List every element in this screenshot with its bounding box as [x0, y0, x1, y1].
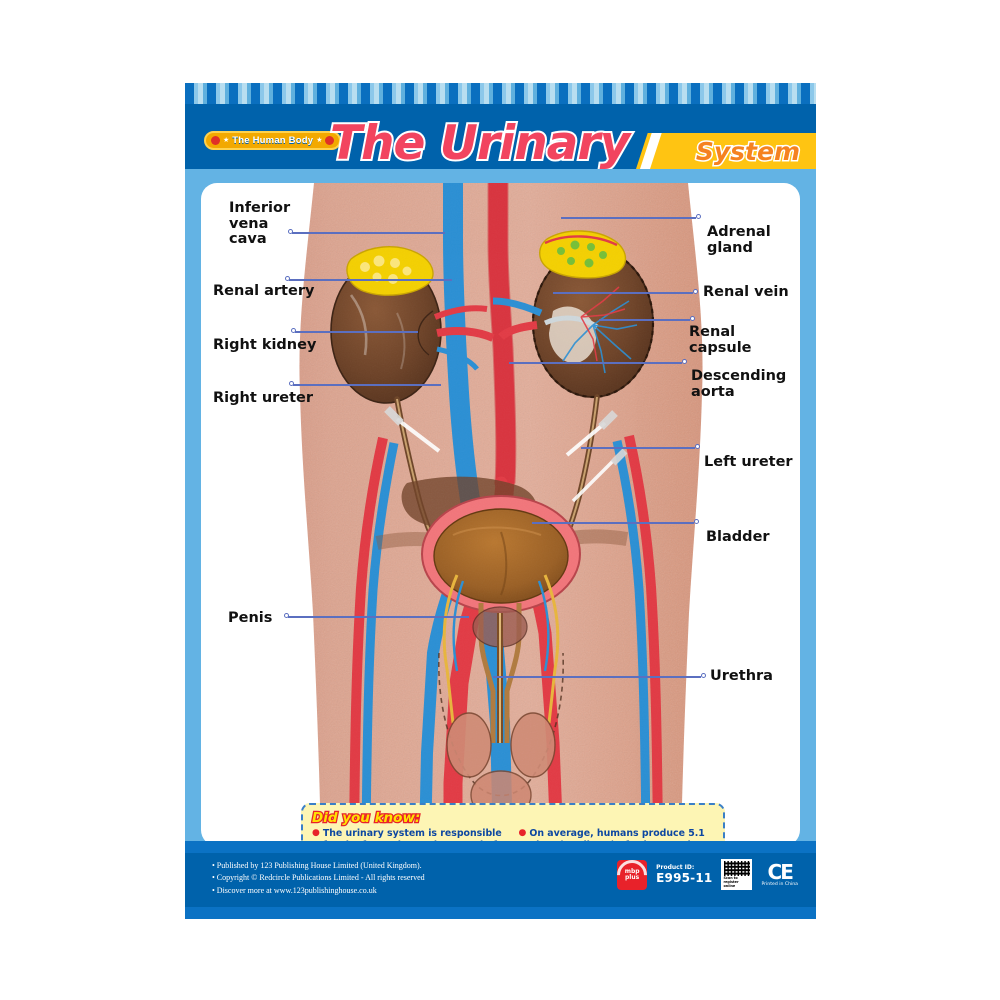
qr-code-icon: Scan to register online [721, 859, 753, 890]
label-urethra: Urethra [710, 668, 773, 684]
badge-star-right-icon: ★ [316, 137, 323, 144]
leader-line-adrenal-gland [561, 217, 696, 219]
leader-dot-urethra [701, 673, 706, 678]
leader-line-left-ureter [581, 447, 695, 449]
leader-dot-right-kidney [291, 328, 296, 333]
leader-dot-descending-aorta [682, 359, 687, 364]
badge-star-left-icon: ★ [223, 137, 230, 144]
label-right-ureter: Right ureter [213, 390, 314, 406]
leader-dot-renal-vein [693, 289, 698, 294]
label-bladder: Bladder [706, 529, 770, 545]
leader-dot-renal-artery [285, 276, 290, 281]
label-right-kidney: Right kidney [213, 337, 317, 353]
poster-title: The Urinary [328, 114, 632, 169]
leader-line-renal-artery [289, 279, 452, 281]
series-badge-label: The Human Body [232, 135, 314, 146]
publisher-logo-line1: mbp [624, 867, 640, 875]
leader-dot-right-ureter [289, 381, 294, 386]
footer-inner: • Published by 123 Publishing House Limi… [185, 853, 816, 907]
label-renal-vein: Renal vein [703, 284, 789, 300]
leader-dot-adrenal-gland [696, 214, 701, 219]
qr-code-caption: Scan to register online [723, 876, 739, 888]
leader-line-penis [288, 616, 469, 618]
leader-dot-inferior-vena-cava [288, 229, 293, 234]
leader-dot-bladder [694, 519, 699, 524]
label-renal-capsule: Renal capsule [689, 324, 752, 356]
footer-line-publisher: • Published by 123 Publishing House Limi… [212, 861, 422, 870]
poster: ★ The Human Body ★ The Urinary System [185, 83, 816, 919]
product-id-value: E995-11 [656, 871, 713, 885]
footer-marks: mbp plus Product ID: E995-11 Scan to reg… [610, 853, 798, 896]
poster-subtitle: System [694, 136, 801, 168]
ce-mark-caption: Printed in China [761, 882, 798, 887]
leader-line-bladder [532, 522, 694, 524]
leader-line-right-ureter [293, 384, 441, 386]
poster-header: ★ The Human Body ★ The Urinary System [185, 104, 816, 169]
leader-dot-renal-capsule [690, 316, 695, 321]
bullet-icon: ● [312, 828, 320, 838]
leader-dot-penis [284, 613, 289, 618]
label-left-ureter: Left ureter [704, 454, 793, 470]
footer-line-copyright: • Copyright © Redcircle Publications Lim… [212, 873, 425, 883]
bullet-icon: ● [518, 828, 527, 838]
leader-line-right-kidney [295, 331, 418, 333]
leader-line-urethra [493, 676, 701, 678]
leader-dot-left-ureter [695, 444, 700, 449]
leader-line-inferior-vena-cava [292, 232, 445, 234]
product-id-block: Product ID: E995-11 [656, 864, 712, 885]
leader-line-renal-vein [553, 292, 693, 294]
label-inferior-vena-cava: Inferior vena cava [229, 200, 291, 248]
label-renal-artery: Renal artery [213, 283, 315, 299]
badge-dot-right-icon [325, 136, 335, 145]
ce-mark-block: CE Printed in China [761, 862, 798, 887]
badge-dot-left-icon [211, 136, 220, 145]
publisher-logo-line2: plus [625, 873, 640, 881]
publisher-logo-icon: mbp plus [610, 853, 654, 896]
ce-mark-icon: CE [767, 860, 794, 884]
banner-slash-decoration [640, 133, 662, 169]
leader-line-descending-aorta [509, 362, 682, 364]
poster-footer: • Published by 123 Publishing House Limi… [185, 841, 816, 919]
series-badge: ★ The Human Body ★ [204, 131, 342, 150]
did-you-know-title: Did you know: [311, 809, 422, 828]
label-penis: Penis [228, 610, 273, 626]
label-descending-aorta: Descending aorta [691, 368, 787, 400]
did-you-know-box: Did you know: ●The urinary system is res… [301, 803, 725, 846]
footer-line-website: • Discover more at www.123publishinghous… [212, 885, 377, 895]
qr-code-grid [723, 861, 750, 876]
leader-line-renal-capsule [599, 319, 690, 321]
product-id-label: Product ID: [656, 864, 695, 871]
label-adrenal-gland: Adrenal gland [707, 224, 771, 256]
striped-top-border [185, 83, 816, 104]
